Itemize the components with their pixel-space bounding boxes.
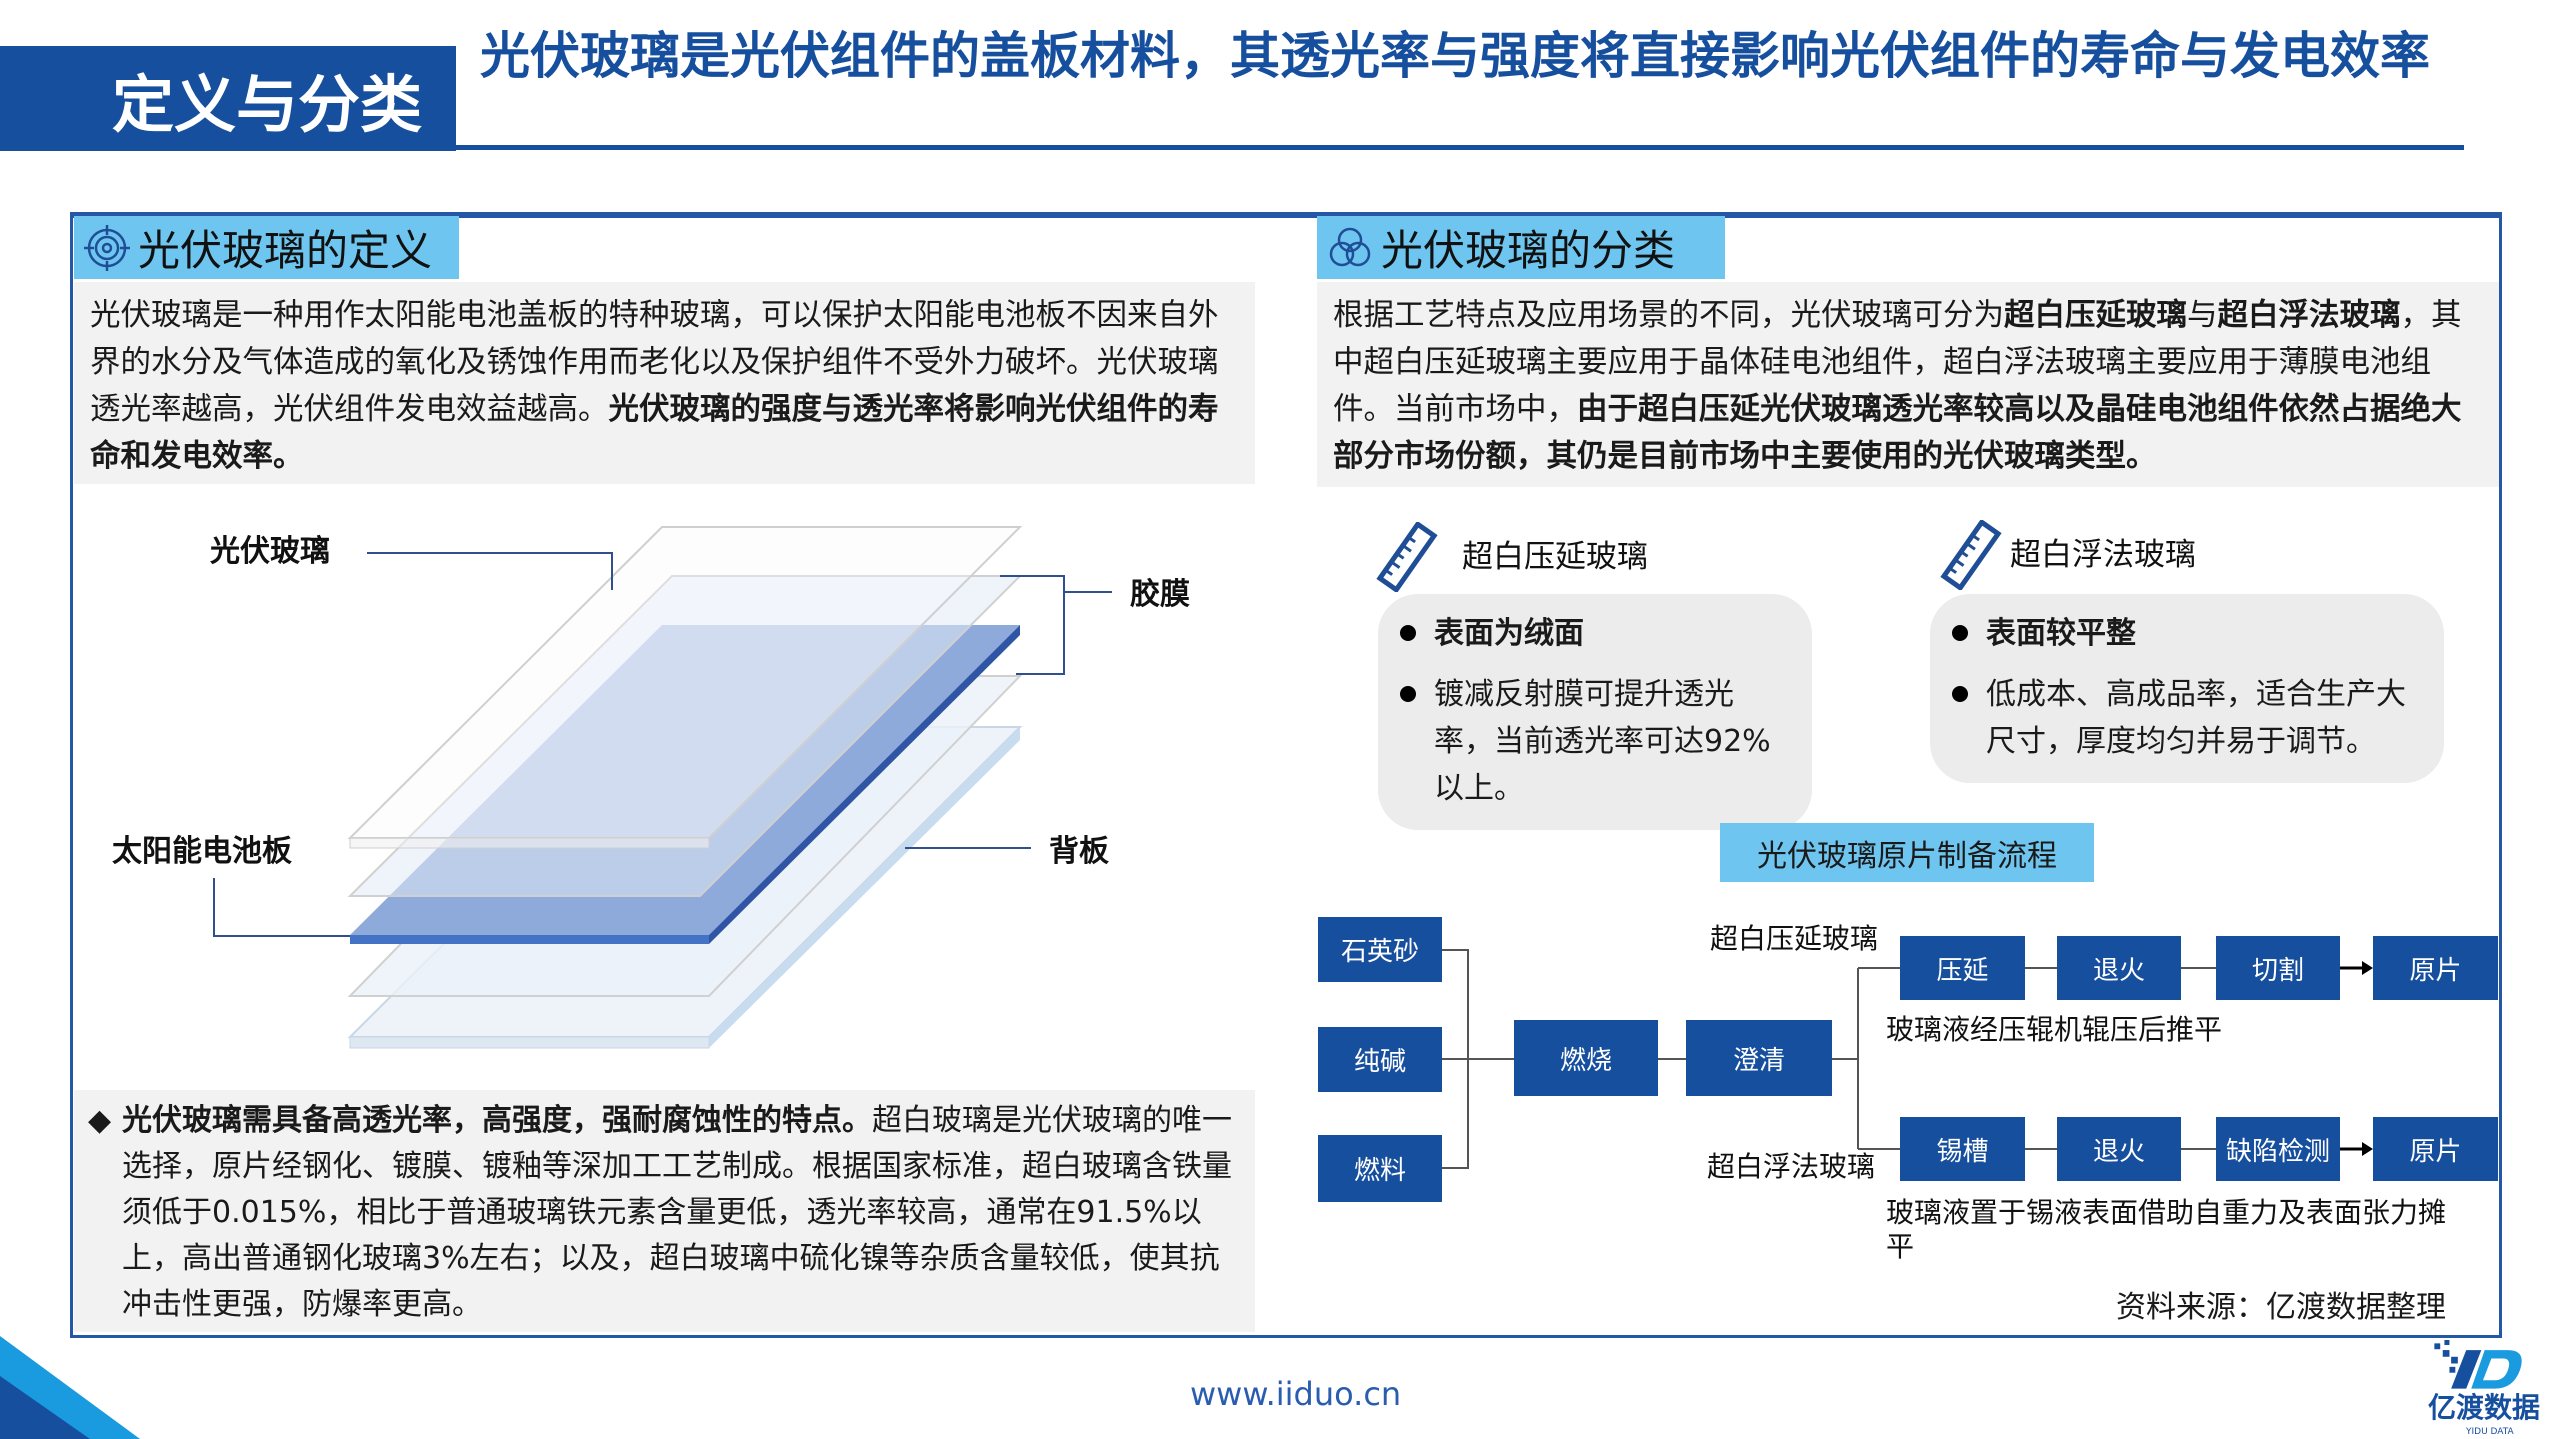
type-point: 低成本、高成品率，适合生产大尺寸，厚度均匀并易于调节。 [1952, 671, 2424, 765]
type-point: 表面为绒面 [1400, 610, 1792, 657]
text-seg: 根据工艺特点及应用场景的不同，光伏玻璃可分为 [1333, 298, 2004, 333]
bullet-icon [1952, 625, 1968, 641]
flow-step-soda: 纯碱 [1318, 1027, 1442, 1092]
flow-step-fuel: 燃料 [1318, 1135, 1442, 1202]
definition-text-bold: 光伏玻璃的强度与透光率将影响光伏组件的寿命和发电效率。 [90, 392, 1219, 474]
flow-step: 切割 [2216, 936, 2340, 1000]
definition-heading: 光伏玻璃的定义 [74, 216, 459, 279]
flow-step: 退火 [2057, 936, 2181, 1000]
logo-text: 亿渡数据 [2428, 1391, 2541, 1424]
flow-label-rolled: 超白压延玻璃 [1710, 922, 1879, 955]
type-card-rolled: 表面为绒面 镀减反射膜可提升透光率，当前透光率可达92%以上。 [1378, 594, 1812, 830]
definition-text-normal: 光伏玻璃是一种用作太阳能电池盖板的特种玻璃，可以保护太阳能电池板不因来自外界的水… [90, 298, 1219, 427]
website-link[interactable]: www.iiduo.cn [1190, 1375, 1402, 1413]
bullet-icon [1400, 686, 1416, 702]
overlapping-circles-icon [1329, 227, 1371, 266]
logo-mark [2434, 1340, 2522, 1389]
text-seg: 与 [2187, 298, 2218, 333]
flow-step: 缺陷检测 [2216, 1117, 2340, 1181]
content-frame [70, 212, 2502, 1338]
flow-step-burn: 燃烧 [1514, 1020, 1658, 1096]
flow-step-quartz: 石英砂 [1318, 917, 1442, 982]
logo-subtext: YIDU DATA [2466, 1427, 2514, 1437]
film-layer-top [347, 575, 1023, 897]
text-seg-bold: 超白浮法玻璃 [2217, 298, 2401, 333]
classification-heading-text: 光伏玻璃的分类 [1381, 226, 1676, 275]
page-title: 光伏玻璃是光伏组件的盖板材料，其透光率与强度将直接影响光伏组件的寿命与发电效率 [480, 27, 2430, 85]
type-card-float: 表面较平整 低成本、高成品率，适合生产大尺寸，厚度均匀并易于调节。 [1930, 594, 2444, 783]
classification-text: 根据工艺特点及应用场景的不同，光伏玻璃可分为超白压延玻璃与超白浮法玻璃，其中超白… [1317, 282, 2499, 487]
note-text: 光伏玻璃需具备高透光率，高强度，强耐腐蚀性的特点。超白玻璃是光伏玻璃的唯一选择，… [122, 1098, 1241, 1332]
type-point: 表面较平整 [1952, 610, 2424, 657]
leader-lines [213, 552, 1112, 937]
corner-decoration [0, 1336, 140, 1439]
flow-label-float: 超白浮法玻璃 [1707, 1150, 1876, 1183]
glass-layer [347, 526, 1023, 849]
flow-desc-rolled: 玻璃液经压辊机辊压后推平 [1886, 1013, 2223, 1046]
definition-heading-text: 光伏玻璃的定义 [138, 226, 433, 275]
type-point-text: 低成本、高成品率，适合生产大尺寸，厚度均匀并易于调节。 [1986, 677, 2406, 759]
flow-step: 锡槽 [1900, 1117, 2025, 1181]
label-solar-cell: 太阳能电池板 [112, 834, 292, 869]
diamond-bullet-icon: ◆ [88, 1103, 112, 1138]
text-seg-bold: 超白压延玻璃 [2004, 298, 2187, 333]
target-icon [84, 224, 130, 271]
note-text-bold: 光伏玻璃需具备高透光率，高强度，强耐腐蚀性的特点。 [122, 1103, 872, 1138]
type-title-rolled: 超白压延玻璃 [1462, 539, 1648, 575]
definition-text: 光伏玻璃是一种用作太阳能电池盖板的特种玻璃，可以保护太阳能电池板不因来自外界的水… [74, 282, 1255, 484]
text-seg-bold: 由于超白压延光伏玻璃透光率较高以及晶硅电池组件依然占据绝大部分市场份额，其仍是目… [1333, 392, 2462, 474]
flow-step: 原片 [2373, 936, 2498, 1000]
flow-step-fining: 澄清 [1686, 1020, 1832, 1096]
module-layer-diagram [213, 526, 1112, 1049]
type-title-float: 超白浮法玻璃 [2010, 537, 2196, 573]
bullet-icon [1952, 686, 1968, 702]
flow-title: 光伏玻璃原片制备流程 [1720, 823, 2094, 882]
type-point-text: 镀减反射膜可提升透光率，当前透光率可达92%以上。 [1434, 677, 1771, 806]
label-film: 胶膜 [1130, 577, 1190, 612]
bullet-icon [1400, 625, 1416, 641]
title-underline [456, 145, 2464, 150]
note-box: ◆ 光伏玻璃需具备高透光率，高强度，强耐腐蚀性的特点。超白玻璃是光伏玻璃的唯一选… [74, 1090, 1255, 1332]
ruler-icon [1376, 522, 1438, 592]
note-text-normal: 超白玻璃是光伏玻璃的唯一选择，原片经钢化、镀膜、镀釉等深加工工艺制成。根据国家标… [122, 1103, 1232, 1322]
flow-step: 退火 [2057, 1117, 2181, 1181]
ruler-icon [1940, 520, 2002, 590]
section-tag: 定义与分类 [0, 46, 456, 151]
type-point-text: 表面较平整 [1986, 616, 2136, 651]
label-backsheet: 背板 [1049, 834, 1109, 869]
flow-desc-float: 玻璃液置于锡液表面借助自重力及表面张力摊平 [1886, 1196, 2447, 1263]
type-point: 镀减反射膜可提升透光率，当前透光率可达92%以上。 [1400, 671, 1792, 812]
source-note: 资料来源：亿渡数据整理 [2116, 1290, 2446, 1325]
type-point-text: 表面为绒面 [1434, 616, 1584, 651]
flow-step: 压延 [1900, 936, 2025, 1000]
classification-heading: 光伏玻璃的分类 [1317, 216, 1725, 279]
text-seg: ，其中超白压延玻璃主要应用于晶体硅电池组件，超白浮法玻璃主要应用于薄膜电池组件。… [1333, 298, 2462, 427]
flow-step: 原片 [2373, 1117, 2498, 1181]
label-glass: 光伏玻璃 [210, 534, 330, 569]
